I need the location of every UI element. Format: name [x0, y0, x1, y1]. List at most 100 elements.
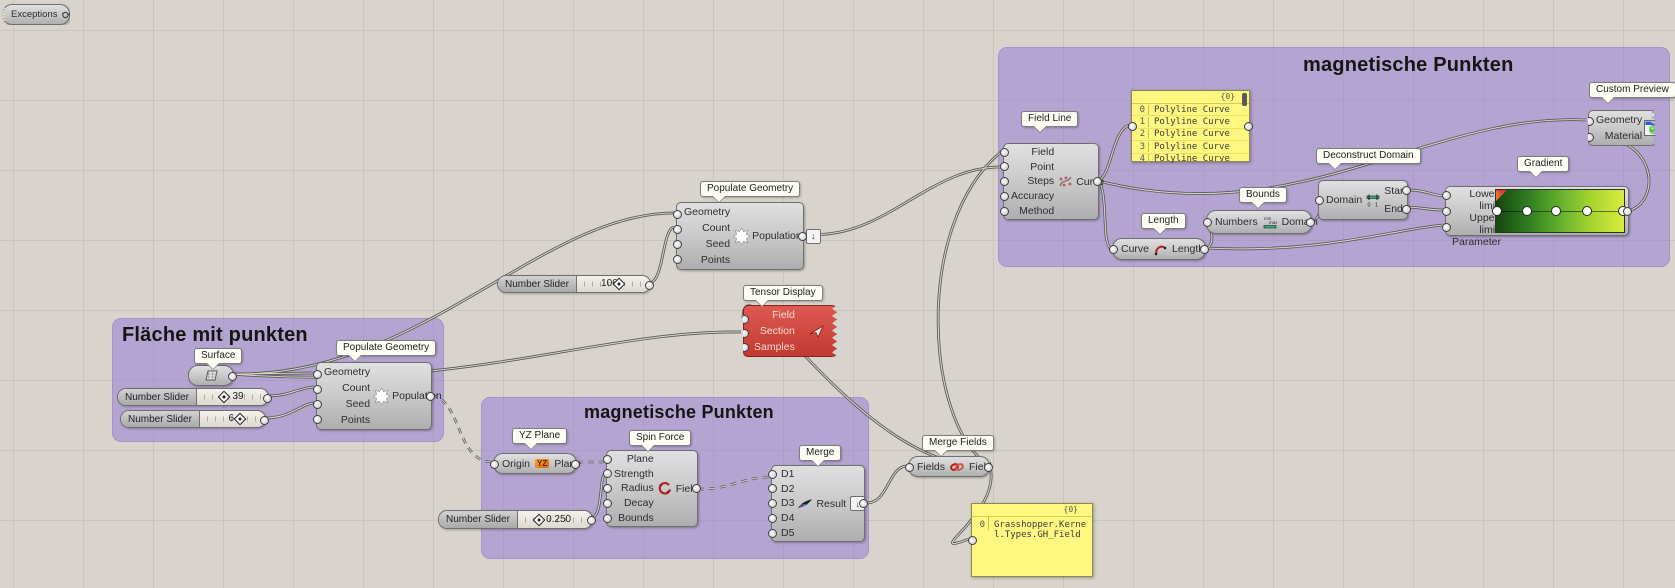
populate1-geometry-node[interactable]: [673, 210, 682, 219]
slider-grip[interactable]: [217, 390, 231, 404]
yz-plane-icon: YZ: [535, 459, 550, 468]
fieldline-curve-node[interactable]: [1093, 177, 1102, 186]
slider-output-node[interactable]: [587, 516, 596, 525]
gradient-grip[interactable]: [1551, 206, 1562, 216]
gradient-grip[interactable]: [1521, 206, 1532, 216]
populate1-population-node[interactable]: [798, 232, 807, 241]
fieldline-point-node[interactable]: [1000, 162, 1009, 171]
fieldline-steps-node[interactable]: [1000, 177, 1009, 186]
slider-output-node[interactable]: [263, 394, 272, 403]
input-label: Parameter: [1452, 236, 1502, 248]
slider-track[interactable]: 6: [199, 411, 265, 427]
number-slider-39[interactable]: Number Slider 39: [117, 388, 272, 406]
populate2-population-node[interactable]: [426, 392, 435, 401]
fieldline-accuracy-node[interactable]: [1000, 192, 1009, 201]
merge[interactable]: D1 D2 D3 D4 D5 Result↓: [768, 465, 868, 542]
merge-d5-node[interactable]: [768, 529, 777, 538]
fieldline-field-node[interactable]: [1000, 148, 1009, 157]
flatten-icon[interactable]: ↓: [805, 228, 821, 244]
bounds-tooltip: Bounds: [1239, 187, 1287, 203]
tensor-samples-node[interactable]: [740, 343, 749, 352]
panel-header: {0}: [972, 504, 1092, 517]
panel-scrollbar[interactable]: [1242, 93, 1247, 106]
gradient-presets-icon[interactable]: [1496, 190, 1507, 201]
populate-geometry-1[interactable]: Geometry Count Seed Points Population↓: [673, 202, 821, 270]
gradient-output-node[interactable]: [1623, 207, 1632, 216]
merge-d1-node[interactable]: [768, 470, 777, 479]
input-label: Curve: [1121, 243, 1150, 255]
panel2-input-node[interactable]: [968, 536, 977, 545]
yz-plane[interactable]: Origin YZ Plane: [490, 453, 581, 474]
spin-decay-node[interactable]: [603, 499, 612, 508]
gradient-upper-node[interactable]: [1442, 207, 1451, 216]
spin-plane-node[interactable]: [603, 455, 612, 464]
merge-d3-node[interactable]: [768, 499, 777, 508]
merge-fields[interactable]: Fields Field: [905, 456, 993, 477]
yzplane-origin-node[interactable]: [490, 460, 499, 469]
slider-grip[interactable]: [233, 412, 247, 426]
merge-d4-node[interactable]: [768, 514, 777, 523]
gradient-parameter-node[interactable]: [1442, 223, 1451, 232]
panel-row-text: Polyline Curve: [1154, 154, 1230, 165]
spin-force[interactable]: Plane Strength Radius Decay Bounds Field: [603, 450, 701, 527]
panel1-input-node[interactable]: [1128, 122, 1137, 131]
field-line[interactable]: Field Point Steps Accuracy Method Curve: [1000, 143, 1104, 220]
gradient-grip[interactable]: [1581, 206, 1592, 216]
slider-grip[interactable]: [532, 513, 546, 526]
mergefields-fields-node[interactable]: [905, 463, 914, 472]
bounds-numbers-node[interactable]: [1203, 218, 1212, 227]
panel1-output-node[interactable]: [1244, 122, 1253, 131]
deconstruct-start-node[interactable]: [1402, 186, 1411, 195]
populate2-count-node[interactable]: [313, 385, 322, 394]
input-label: Accuracy: [1011, 190, 1055, 203]
custom-preview[interactable]: Geometry Material: [1588, 110, 1656, 146]
populate1-points-node[interactable]: [673, 255, 682, 264]
populate-geometry-2[interactable]: Geometry Count Seed Points Population: [313, 362, 442, 430]
spin-field-node[interactable]: [692, 484, 701, 493]
slider-output-node[interactable]: [645, 281, 654, 290]
populate2-seed-node[interactable]: [313, 400, 322, 409]
length-length-node[interactable]: [1200, 245, 1209, 254]
slider-track[interactable]: 39: [196, 389, 268, 405]
number-slider-106[interactable]: Number Slider 106: [497, 275, 654, 293]
length[interactable]: Curve Length: [1109, 238, 1209, 260]
gradient[interactable]: Lower limit Upper limit Parameter: [1442, 186, 1632, 248]
number-slider-0250[interactable]: Number Slider 0.250: [438, 510, 596, 529]
number-slider-6[interactable]: Number Slider 6: [120, 410, 269, 428]
deconstruct-end-node[interactable]: [1402, 205, 1411, 214]
populate1-seed-node[interactable]: [673, 240, 682, 249]
exceptions-capsule[interactable]: Exceptions: [2, 4, 70, 25]
mergefields-field-node[interactable]: [984, 463, 993, 472]
yzplane-plane-node[interactable]: [571, 460, 580, 469]
spin-bounds-node[interactable]: [603, 514, 612, 523]
populate1-count-node[interactable]: [673, 225, 682, 234]
slider-output-node[interactable]: [260, 416, 269, 425]
merge-d2-node[interactable]: [768, 484, 777, 493]
panel-gh-field[interactable]: {0} 0 Grasshopper.Kernel.Types.GH_Field: [968, 503, 1093, 577]
spin-radius-node[interactable]: [603, 484, 612, 493]
bounds-domain-node[interactable]: [1306, 218, 1315, 227]
tensor-field-node[interactable]: [740, 315, 749, 324]
length-curve-node[interactable]: [1109, 245, 1118, 254]
slider-track[interactable]: 0.250: [517, 511, 592, 528]
populate2-geometry-node[interactable]: [313, 370, 322, 379]
fieldline-method-node[interactable]: [1000, 207, 1009, 216]
deconstruct-domain-node[interactable]: [1315, 196, 1324, 205]
tensor-section-node[interactable]: [740, 329, 749, 338]
gradient-lower-node[interactable]: [1442, 191, 1451, 200]
input-label: Geometry: [684, 206, 731, 218]
surface-output-node[interactable]: [228, 372, 237, 381]
gradient-bar[interactable]: [1492, 189, 1628, 233]
slider-track[interactable]: 106: [576, 276, 650, 292]
spin-strength-node[interactable]: [603, 469, 612, 478]
tensor-display[interactable]: Field Section Samples: [743, 305, 837, 357]
gradient-grip[interactable]: [1492, 206, 1503, 216]
merge-result-node[interactable]: [859, 499, 868, 508]
input-label: Geometry: [1596, 114, 1643, 126]
populate2-points-node[interactable]: [313, 415, 322, 424]
